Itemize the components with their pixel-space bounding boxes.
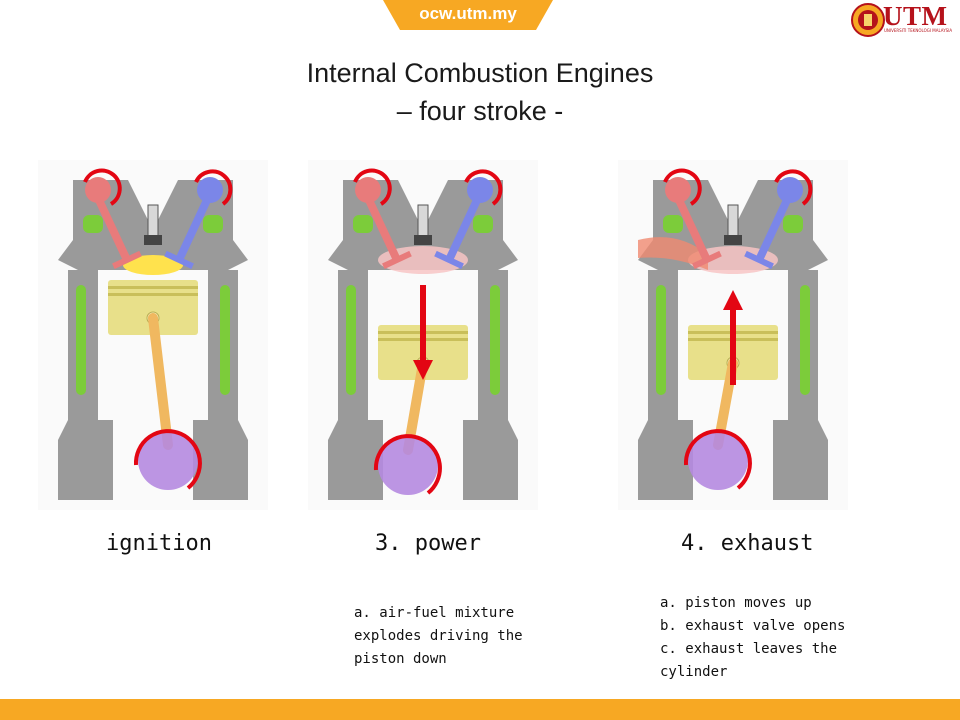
stroke-label-ignition: ignition	[106, 531, 212, 556]
logo-text: UTM	[883, 1, 948, 31]
engine-ignition-diagram	[38, 160, 268, 510]
title-line-1: Internal Combustion Engines	[306, 58, 654, 88]
stroke-label-power: 3. power	[375, 531, 481, 556]
stroke-description-exhaust: a. piston moves up b. exhaust valve open…	[660, 595, 846, 680]
site-url-label[interactable]: ocw.utm.my	[419, 4, 517, 23]
header-tab	[383, 0, 553, 30]
engine-exhaust-diagram	[618, 160, 848, 510]
utm-logo	[851, 3, 885, 37]
page-title: Internal Combustion Engines – four strok…	[230, 54, 730, 130]
logo-subtext: UNIVERSITI TEKNOLOGI MALAYSIA	[884, 28, 953, 33]
footer-bar	[0, 699, 960, 720]
stroke-description-power: a. air-fuel mixture explodes driving the…	[354, 605, 523, 667]
stroke-label-exhaust: 4. exhaust	[681, 531, 814, 556]
engine-power-diagram	[308, 160, 538, 510]
title-line-2: – four stroke -	[396, 96, 564, 126]
